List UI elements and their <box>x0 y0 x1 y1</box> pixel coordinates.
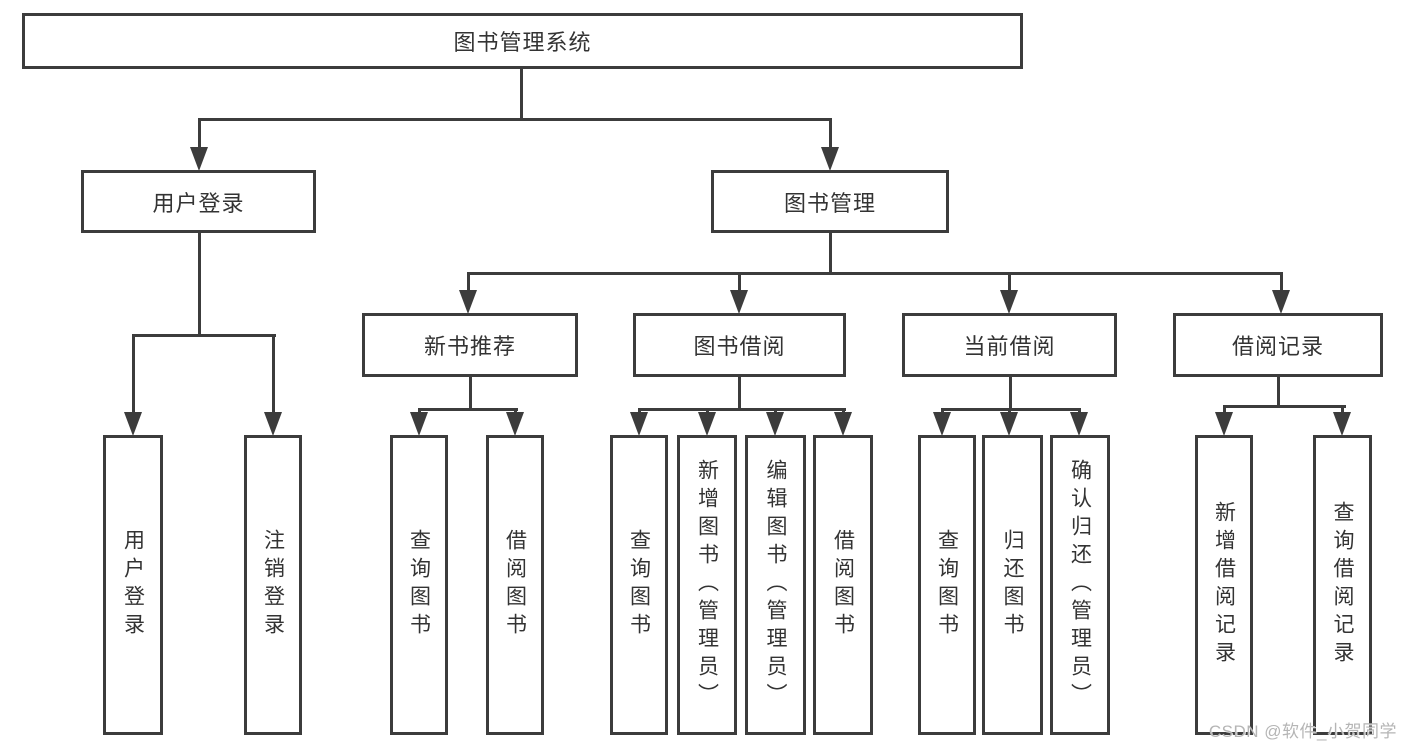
arrow-down-icon <box>1215 412 1233 436</box>
leaf-label: 借阅图书 <box>503 529 527 641</box>
leaf-label: 编辑图书（管理员） <box>764 459 787 711</box>
leaf-query-borrow-record: 查询借阅记录 <box>1313 435 1372 735</box>
connector-line <box>941 408 1081 411</box>
connector-line <box>638 408 846 411</box>
leaf-label: 确认归还（管理员） <box>1068 459 1092 711</box>
leaf-label: 归还图书 <box>1001 529 1024 641</box>
connector-line <box>1341 405 1344 416</box>
arrow-down-icon <box>459 290 477 314</box>
connector-line <box>272 334 275 415</box>
node-label: 图书管理系统 <box>453 30 592 55</box>
connector-line <box>198 232 201 336</box>
arrow-down-icon <box>834 412 852 436</box>
node-borrow-records: 借阅记录 <box>1173 313 1383 377</box>
connector-line <box>1277 377 1280 408</box>
connector-line <box>738 272 741 294</box>
connector-line <box>738 377 741 411</box>
connector-line <box>467 272 470 294</box>
node-label: 当前借阅 <box>963 334 1056 359</box>
node-label: 新书推荐 <box>423 334 516 359</box>
connector-line <box>467 272 1283 275</box>
arrow-down-icon <box>1333 412 1351 436</box>
leaf-add-books-admin: 新增图书（管理员） <box>677 435 737 735</box>
arrow-down-icon <box>1000 412 1018 436</box>
leaf-label: 用户登录 <box>121 529 145 641</box>
connector-line <box>418 408 518 411</box>
leaf-borrow-books-recommend: 借阅图书 <box>486 435 544 735</box>
leaf-label: 查询图书 <box>935 529 959 641</box>
node-label: 图书管理 <box>783 190 876 216</box>
node-current-borrow: 当前借阅 <box>902 313 1117 377</box>
leaf-return-books: 归还图书 <box>982 435 1043 735</box>
leaf-add-borrow-record: 新增借阅记录 <box>1195 435 1253 735</box>
node-label: 借阅记录 <box>1231 334 1324 359</box>
arrow-down-icon <box>264 412 282 436</box>
arrow-down-icon <box>630 412 648 436</box>
connector-line <box>132 334 135 415</box>
leaf-edit-books-admin: 编辑图书（管理员） <box>745 435 806 735</box>
leaf-query-books-recommend: 查询图书 <box>390 435 448 735</box>
leaf-label: 借阅图书 <box>831 529 855 641</box>
arrow-down-icon <box>124 412 142 436</box>
leaf-borrow-books: 借阅图书 <box>813 435 873 735</box>
arrow-down-icon <box>766 412 784 436</box>
node-label: 用户登录 <box>152 190 245 216</box>
arrow-down-icon <box>698 412 716 436</box>
leaf-label: 新增图书（管理员） <box>695 459 719 711</box>
arrow-down-icon <box>730 290 748 314</box>
connector-line <box>1223 405 1346 408</box>
node-library-system: 图书管理系统 <box>22 13 1023 69</box>
leaf-label: 注销登录 <box>261 529 285 641</box>
arrow-down-icon <box>821 147 839 171</box>
arrow-down-icon <box>190 147 208 171</box>
connector-line <box>469 377 472 411</box>
leaf-query-books-borrow: 查询图书 <box>610 435 668 735</box>
leaf-query-books-current: 查询图书 <box>918 435 976 735</box>
arrow-down-icon <box>933 412 951 436</box>
leaf-logout: 注销登录 <box>244 435 302 735</box>
leaf-user-login: 用户登录 <box>103 435 163 735</box>
leaf-label: 查询图书 <box>627 529 651 641</box>
connector-line <box>1223 405 1226 416</box>
connector-line <box>198 118 832 121</box>
arrow-down-icon <box>506 412 524 436</box>
node-book-management: 图书管理 <box>711 170 949 233</box>
arrow-down-icon <box>1000 290 1018 314</box>
arrow-down-icon <box>1070 412 1088 436</box>
connector-line <box>1009 377 1012 411</box>
arrow-down-icon <box>1272 290 1290 314</box>
node-label: 图书借阅 <box>693 334 786 359</box>
connector-line <box>132 334 276 337</box>
connector-line <box>1008 272 1011 294</box>
connector-line <box>829 118 832 150</box>
connector-line <box>198 118 201 150</box>
node-user-login: 用户登录 <box>81 170 316 233</box>
watermark: CSDN @软件_小贺同学 <box>1208 722 1397 741</box>
arrow-down-icon <box>410 412 428 436</box>
leaf-label: 新增借阅记录 <box>1212 501 1236 669</box>
leaf-confirm-return-admin: 确认归还（管理员） <box>1050 435 1110 735</box>
connector-line <box>520 69 523 121</box>
leaf-label: 查询借阅记录 <box>1331 501 1354 669</box>
node-new-book-recommend: 新书推荐 <box>362 313 578 377</box>
leaf-label: 查询图书 <box>407 529 431 641</box>
node-book-borrow: 图书借阅 <box>633 313 846 377</box>
connector-line <box>829 232 832 275</box>
connector-line <box>1280 272 1283 294</box>
